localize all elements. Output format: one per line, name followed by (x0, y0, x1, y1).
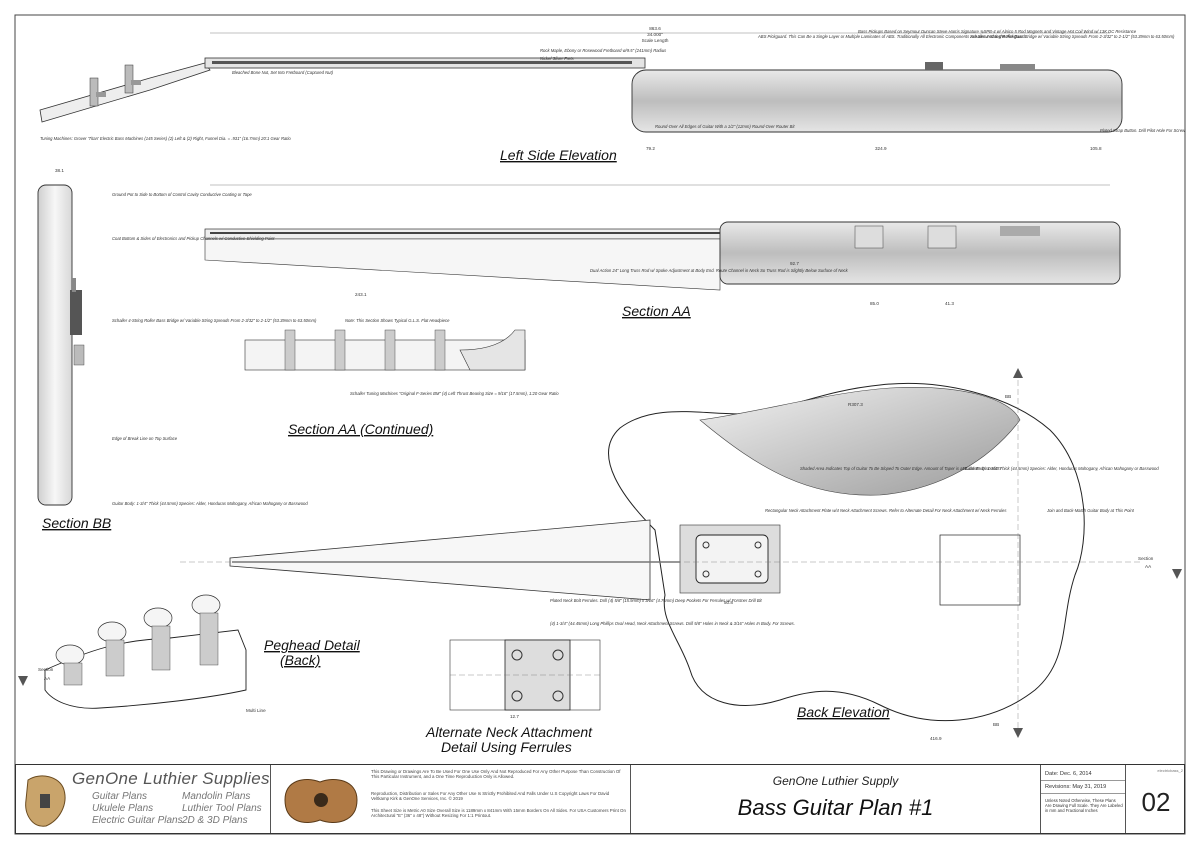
view-title-section-aa-cont: Section AA (Continued) (288, 421, 433, 437)
note-tuners: Tuning Machines: Grover 'Titan' Electric… (40, 136, 291, 141)
dim-92: 92.7 (790, 261, 799, 266)
guitar-top-icon (284, 778, 358, 823)
legal-text-1: This Drawing or Drawings Are To Be Used … (371, 769, 621, 780)
note-ground: Ground Pot to Side to Bottom of Control … (112, 192, 252, 197)
note-pickups: Bass Pickups Based on Seymour Duncan Ste… (858, 29, 1137, 34)
left-side-elevation: 863.6 34.000" Scale Length Tuning Machin… (39, 26, 1186, 163)
note-roundover: Round-Over All Edges of Guitar With a 1/… (655, 124, 795, 129)
section-aa: Dual Action 24" Long Truss Rod w/ Spoke … (204, 184, 1121, 319)
note-pickguard: ABS Pickguard. This Can Be a Single Laye… (757, 34, 1026, 39)
date-text: Date: Dec. 6, 2014 (1045, 771, 1092, 777)
dim-41: 41.3 (945, 301, 954, 306)
note-shaded-area: Shaded Area Indicates Top of Guitar To B… (800, 466, 1001, 471)
note-neck-plate: Rectangular Neck Attachment Plate w/4 Ne… (765, 508, 1007, 513)
plan-subtitle: GenOne Luthier Supply (772, 774, 899, 788)
link-guitar-plans[interactable]: Guitar Plans (92, 791, 148, 802)
dim-105: 105.8 (1090, 146, 1102, 151)
back-elevation: R307.3 416.9 50.8 Rectangular Neck Attac… (180, 380, 1159, 741)
peghead-detail: Section AA Multi Line Peghead Detail (Ba… (38, 594, 361, 713)
sheet-number: 02 (1141, 787, 1171, 817)
note-strap: Plated Strap Button. Drill Pilot Hole Fo… (1100, 128, 1186, 133)
link-ukulele-plans[interactable]: Ukulele Plans (92, 803, 154, 814)
dim-12: 12.7 (510, 714, 519, 719)
note-bleached-nut: Bleached Bone Nut, Set Into Fretboard (C… (232, 70, 334, 75)
legal-cell: This Drawing or Drawings Are To Be Used … (271, 765, 631, 833)
note-frets: Nickel Silver Frets (540, 56, 575, 61)
section-marker-aa: AA (44, 676, 51, 681)
scale-length-label: Scale Length (642, 38, 669, 43)
meta-cell: Date: Dec. 6, 2014 Revisions: May 31, 20… (1041, 765, 1126, 833)
view-title-peghead: Peghead Detail (264, 637, 361, 653)
link-electric-guitar-plans[interactable]: Electric Guitar Plans (92, 815, 183, 826)
units-note: Unless Noted Otherwise, These Plans Are … (1045, 798, 1123, 814)
dim-R307: R307.3 (848, 402, 863, 407)
company-name: GenOne Luthier Supplies (72, 769, 270, 788)
dim-50: 50.8 (724, 600, 733, 605)
section-marker-bb-bottom: BB (993, 722, 999, 727)
section-arrow-icon (18, 368, 1182, 738)
revisions-text: Revisions: May 31, 2019 (1045, 784, 1107, 790)
note-fretboard: Rock Maple, Ebony or Rosewood Fretboard … (540, 48, 667, 53)
link-2d-3d-plans[interactable]: 2D & 3D Plans (182, 815, 248, 826)
alternate-attachment: 12.7 Plated Neck Bolt Ferrules. Drill (4… (425, 598, 795, 755)
section-marker-aa-right: AA (1145, 564, 1152, 569)
note-bb-bridge: Schaller 4-String Roller Bass Bridge w/ … (112, 318, 317, 323)
sheet-number-cell: electricbass_2 02 (1126, 765, 1186, 833)
scale-length-in: 34.000" (647, 32, 663, 37)
note-trussrod: Dual Action 24" Long Truss Rod w/ Spoke … (590, 268, 849, 273)
dim-243: 243.1 (355, 292, 367, 297)
tuner-post-icon (89, 64, 141, 107)
logo-cell: GenOne Luthier Supplies Guitar Plans Uku… (16, 765, 271, 833)
section-marker-aa-label: Section (38, 667, 54, 672)
note-back-body: Guitar Body: 1-3/4" Thick (44.5mm) Speci… (963, 466, 1159, 471)
note-bridge: Schaller 4-String Roller Bass Bridge w/ … (970, 34, 1175, 39)
section-marker-bb-top: BB (1005, 394, 1011, 399)
plan-title: Bass Guitar Plan #1 (737, 795, 934, 820)
dim-85: 85.0 (870, 301, 879, 306)
title-block: GenOne Luthier Supplies Guitar Plans Uku… (15, 764, 1185, 834)
note-ferrules: Plated Neck Bolt Ferrules. Drill (4) 5/8… (550, 598, 763, 603)
section-bb: 38.1 Ground Pot to Side to Bottom of Con… (37, 168, 317, 531)
note-schaller-tuning: Schaller Tuning Machines "Original F-Ser… (350, 391, 559, 396)
section-marker-aa-right-label: Section (1138, 556, 1154, 561)
title-cell: GenOne Luthier Supply Bass Guitar Plan #… (631, 765, 1041, 833)
tuner-key-icon (55, 594, 221, 686)
note-body-end: Join and Back-Match Guitar Body at This … (1046, 508, 1135, 513)
link-luthier-tool-plans[interactable]: Luthier Tool Plans (182, 803, 262, 814)
note-neck-screws: (4) 1-3/4" (44.45mm) Long Phillips Oval … (550, 621, 795, 626)
dim-324: 324.9 (875, 146, 887, 151)
sheet-border (14, 14, 1186, 835)
view-title-alternate-sub: Detail Using Ferrules (441, 739, 572, 755)
note-bb-break: Edge of Break Line on Top Surface (112, 436, 178, 441)
dim-38: 38.1 (55, 168, 64, 173)
view-title-section-bb: Section BB (42, 515, 111, 531)
note-section-aa: Note: This Section Shows Typical G.L.S. … (345, 318, 450, 323)
legal-text-2: Reproduction, Distribution or Sales For … (371, 791, 610, 802)
legal-text-3: This Sheet Size is Metric A0 Size Overal… (371, 808, 626, 819)
multi-line-label: Multi Line (246, 708, 266, 713)
sheet-code: electricbass_2 (1157, 768, 1183, 773)
note-shielding: Coat Bottom & Sides of Electronics and P… (112, 236, 275, 241)
scale-length-dim: 863.6 (649, 26, 661, 31)
view-title-section-aa: Section AA (622, 303, 691, 319)
dim-79: 79.2 (646, 146, 655, 151)
section-aa-continued: Note: This Section Shows Typical G.L.S. … (244, 292, 559, 437)
view-title-alternate: Alternate Neck Attachment (425, 724, 593, 740)
view-title-left-side: Left Side Elevation (500, 147, 617, 163)
view-title-peghead-sub: (Back) (280, 652, 320, 668)
link-mandolin-plans[interactable]: Mandolin Plans (182, 791, 251, 802)
guitar-body-icon (25, 775, 66, 827)
note-bb-body: Guitar Body: 1-3/4" Thick (44.5mm) Speci… (112, 501, 308, 506)
view-title-back-elevation: Back Elevation (797, 704, 890, 720)
dim-416: 416.9 (930, 736, 942, 741)
